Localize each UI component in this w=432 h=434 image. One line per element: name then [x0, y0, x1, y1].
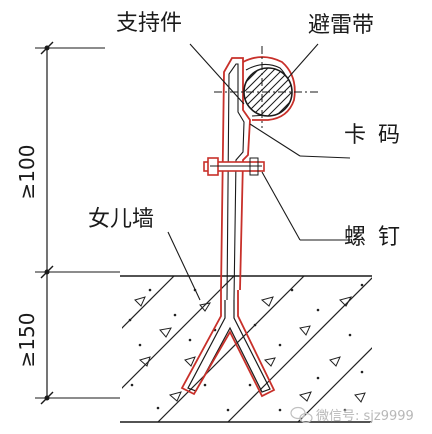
label-screw: 螺钉 — [344, 225, 412, 250]
wechat-icon — [290, 406, 313, 424]
watermark: 微信号: sjz9999 — [290, 406, 414, 424]
leader-lines — [167, 43, 351, 301]
dimension-lower: ≥150 — [15, 313, 39, 368]
label-lightning-belt: 避雷带 — [308, 13, 374, 38]
label-parapet: 女儿墙 — [88, 207, 154, 232]
dimension-upper: ≥100 — [15, 145, 39, 200]
centerlines — [214, 46, 318, 128]
label-clip: 卡码 — [344, 123, 412, 148]
wall-aggregate — [134, 296, 366, 403]
parapet-wall — [120, 275, 372, 423]
support-piece — [180, 57, 276, 398]
dimension-line — [35, 41, 120, 405]
wall-hatching — [122, 276, 372, 422]
watermark-text: 微信号: sjz9999 — [316, 409, 414, 424]
screw — [203, 157, 265, 176]
label-support-piece: 支持件 — [116, 11, 182, 36]
